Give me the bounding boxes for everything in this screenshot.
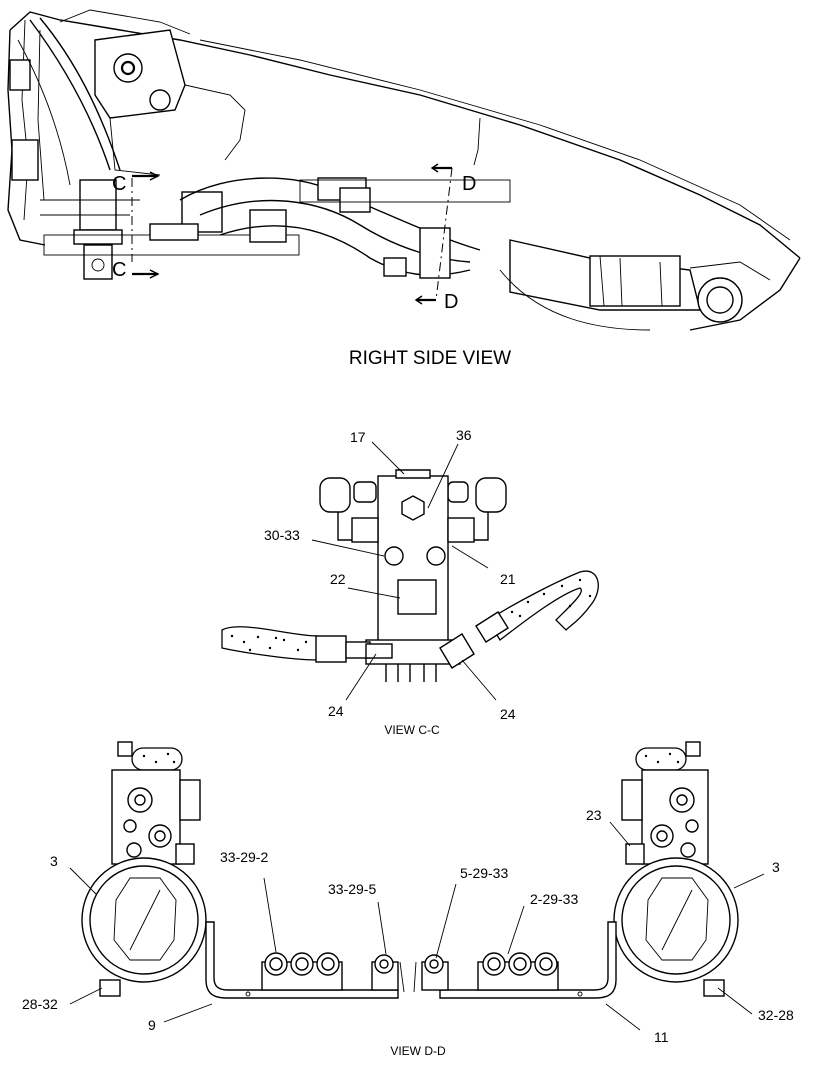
section-marker-c-top: C [112, 173, 126, 195]
section-marker-d-bottom: D [444, 291, 458, 313]
view-cc-leaders [311, 441, 497, 701]
callout-9: 9 [148, 1017, 156, 1033]
view-dd-left-drawing [81, 741, 405, 999]
callout-32-28: 32-28 [758, 1007, 794, 1023]
callout-21: 21 [500, 571, 516, 587]
callout-11: 11 [654, 1029, 669, 1045]
section-marker-d-top: D [462, 173, 476, 195]
callout-5-29-33: 5-29-33 [460, 865, 508, 881]
view-cc-drawing [221, 469, 599, 682]
callout-3-right: 3 [772, 859, 780, 875]
callout-30-33: 30-33 [264, 527, 300, 543]
callout-3-left: 3 [50, 853, 58, 869]
callout-24-right: 24 [500, 706, 516, 722]
right-side-view-title: RIGHT SIDE VIEW [349, 348, 511, 369]
view-dd-title: VIEW D-D [390, 1044, 446, 1058]
view-dd-leaders [69, 821, 765, 1031]
callout-33-29-2: 33-29-2 [220, 849, 268, 865]
callout-23: 23 [586, 807, 602, 823]
callout-24-left: 24 [328, 703, 344, 719]
view-dd-right-drawing [413, 741, 739, 999]
callout-28-32: 28-32 [22, 996, 58, 1012]
section-marker-c-bottom: C [112, 259, 126, 281]
callout-17: 17 [350, 429, 366, 445]
view-cc-title: VIEW C-C [384, 723, 440, 737]
callout-36: 36 [456, 427, 472, 443]
right-side-view-drawing: C C D D [7, 9, 801, 331]
callout-33-29-5: 33-29-5 [328, 881, 376, 897]
callout-22: 22 [330, 571, 346, 587]
callout-2-29-33: 2-29-33 [530, 891, 578, 907]
